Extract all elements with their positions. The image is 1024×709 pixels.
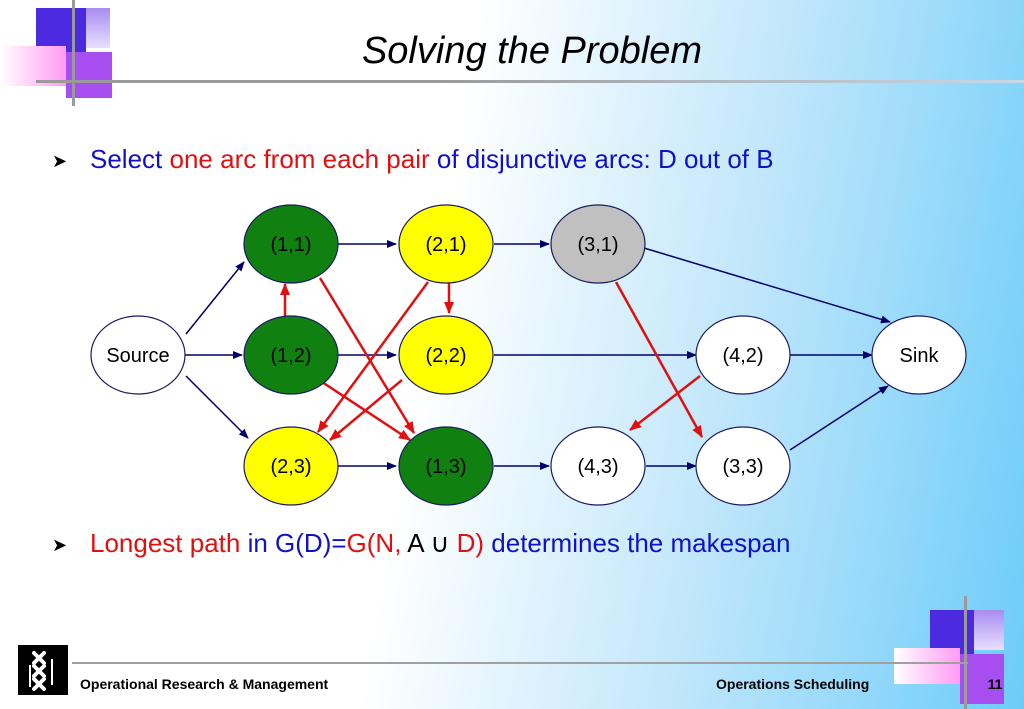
- uva-logo: [18, 645, 68, 695]
- arc-12-13: [321, 380, 411, 442]
- slide-title: Solving the Problem: [361, 30, 703, 72]
- node-43: [550, 426, 646, 506]
- node-sink: [871, 315, 967, 395]
- label-43: (4,3): [577, 456, 618, 478]
- node-13: [398, 426, 494, 506]
- node-42: [695, 315, 791, 395]
- node-12: [243, 315, 339, 395]
- label-31: (3,1): [577, 234, 618, 256]
- node-22: [398, 315, 494, 395]
- arrow-bullet-icon: ➤: [52, 534, 68, 555]
- arc-33-sink: [789, 385, 889, 451]
- footer-course: Operations Scheduling: [716, 676, 870, 692]
- node-31: [550, 204, 646, 284]
- node-21: [398, 204, 494, 284]
- deco-top-left: [0, 0, 1024, 110]
- arc-31-33: [614, 281, 704, 438]
- arc-11-13: [318, 277, 416, 434]
- conjunctive-arcs: [184, 240, 891, 470]
- node-23: [243, 426, 339, 506]
- node-labels: Source (1,1) (2,1) (3,1) (1,2) (2,2) (4,…: [106, 234, 939, 478]
- label-23: (2,3): [270, 456, 311, 478]
- footer-line: [72, 662, 968, 664]
- label-13: (1,3): [425, 456, 466, 478]
- label-12: (1,2): [270, 345, 311, 367]
- node-source: [90, 315, 186, 395]
- label-33: (3,3): [722, 456, 763, 478]
- node-11: [243, 204, 339, 284]
- footer-department: Operational Research & Management: [80, 676, 329, 692]
- arc-source-23: [185, 375, 249, 439]
- arc-42-43: [629, 375, 701, 431]
- label-22: (2,2): [425, 345, 466, 367]
- nodes: [90, 204, 967, 506]
- label-42: (4,2): [722, 345, 763, 367]
- arrow-bullet-icon: ➤: [52, 150, 68, 171]
- crosses-logo-icon: [29, 651, 53, 691]
- arc-31-sink: [643, 247, 891, 324]
- arc-source-11: [185, 261, 245, 335]
- disjunctive-arcs: [280, 277, 704, 442]
- node-33: [695, 426, 791, 506]
- label-sink: Sink: [900, 345, 940, 367]
- label-21: (2,1): [425, 234, 466, 256]
- page-number: 11: [987, 676, 1003, 692]
- bullet-longest-path: ➤Longest path in G(D)=G(N, A ∪ D) determ…: [52, 528, 791, 558]
- label-source: Source: [106, 345, 169, 367]
- arc-21-23: [316, 281, 430, 433]
- bullet-select-arcs: ➤Select one arc from each pair of disjun…: [52, 144, 774, 174]
- label-11: (1,1): [270, 234, 311, 256]
